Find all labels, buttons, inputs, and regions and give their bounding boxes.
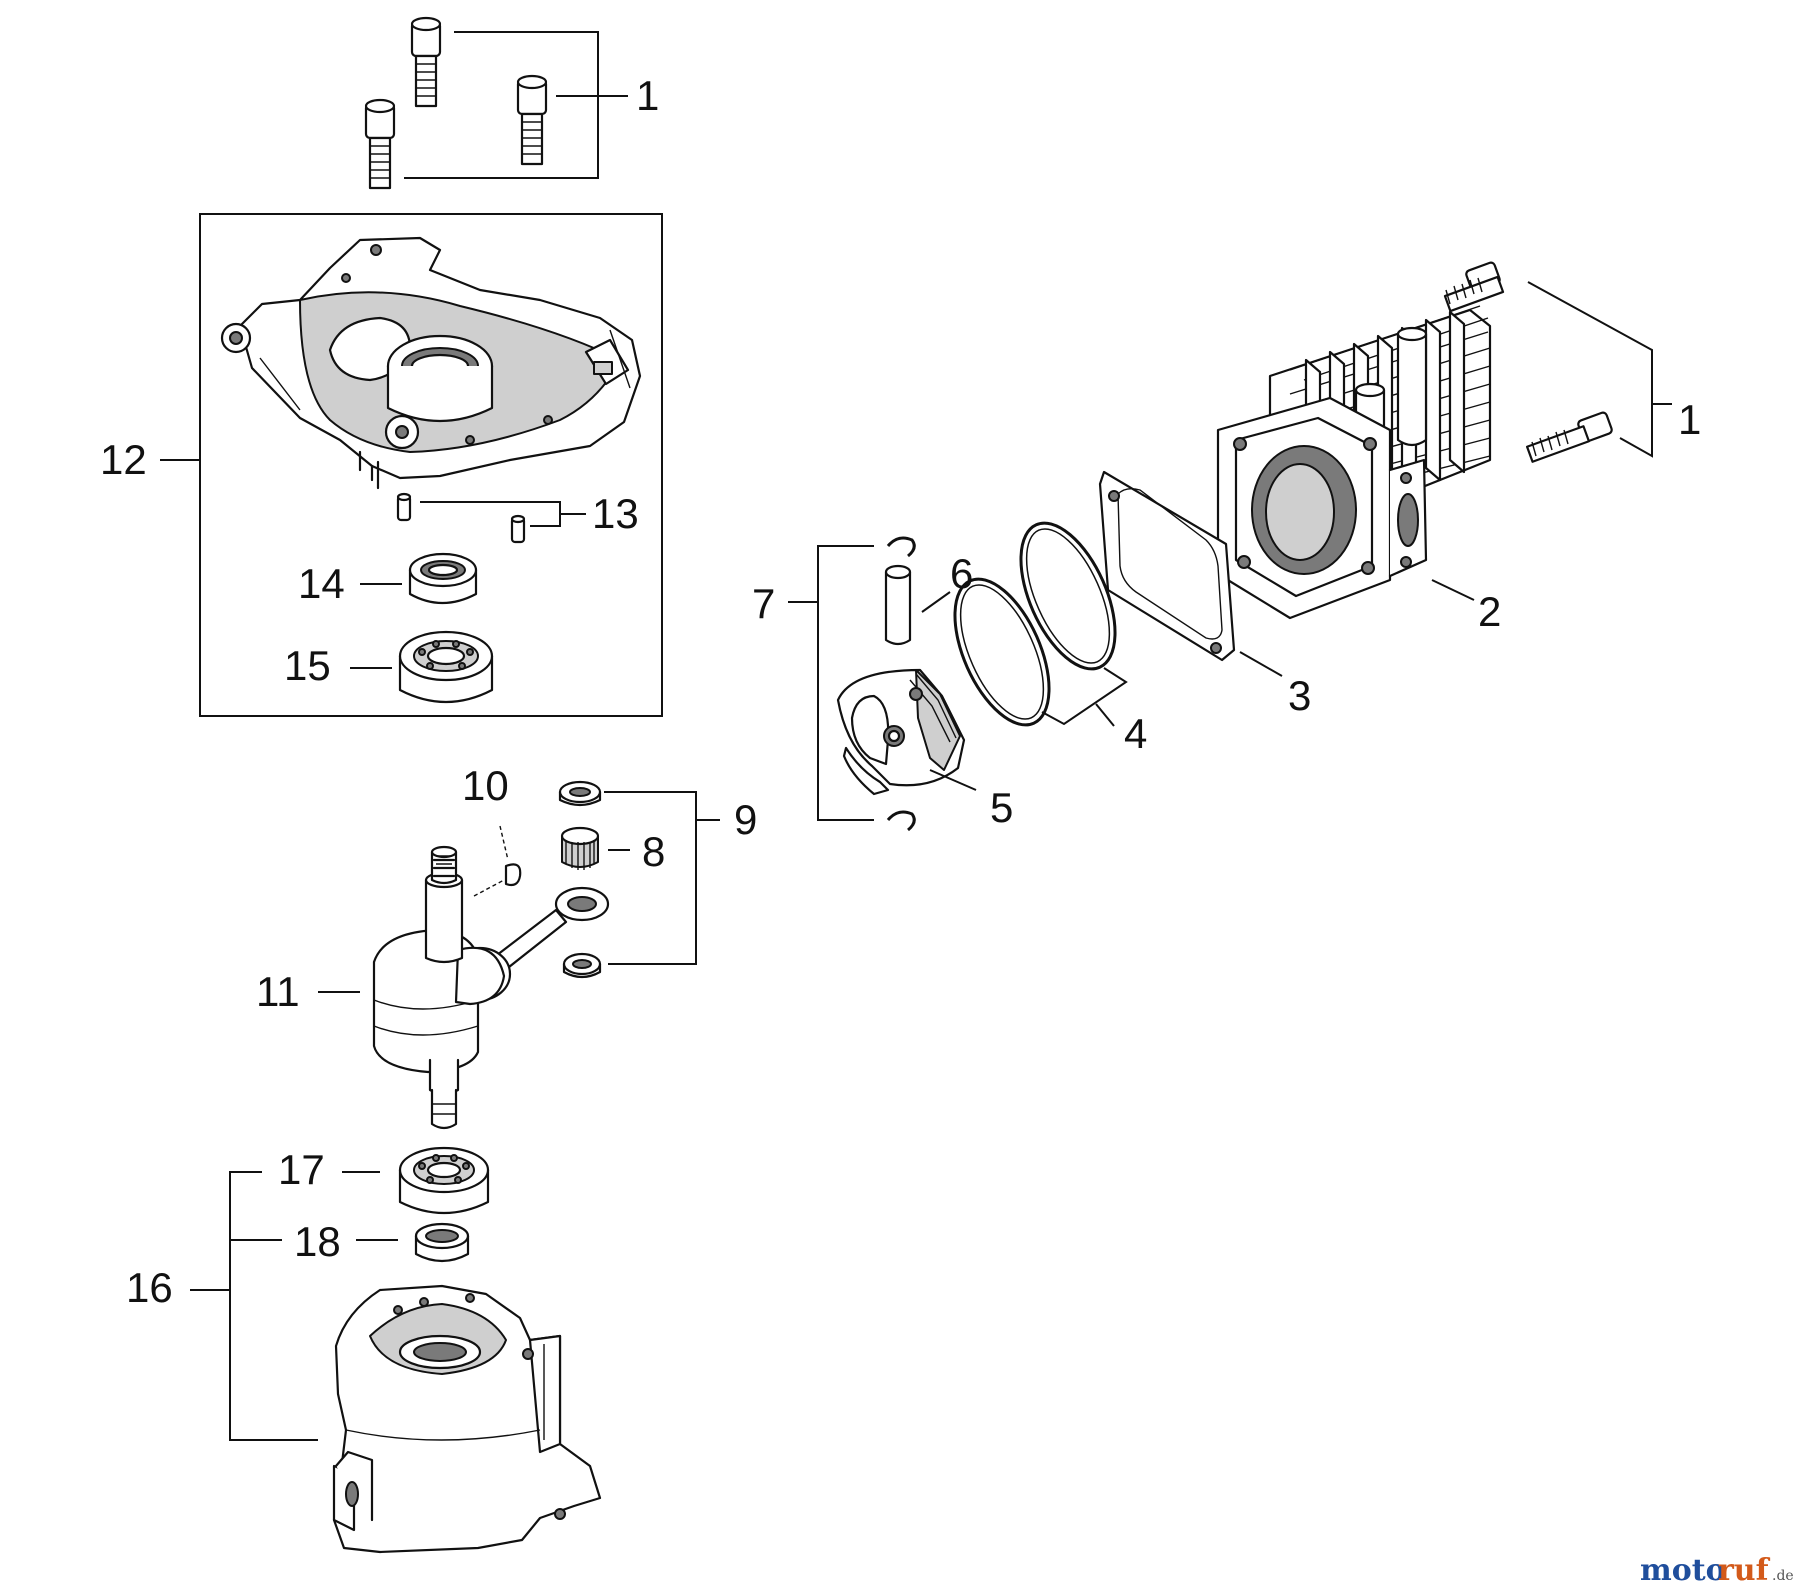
cylinder-group: 1 2 bbox=[1216, 261, 1701, 635]
label-15: 15 bbox=[284, 642, 331, 689]
dowel-icon bbox=[510, 514, 526, 544]
label-7: 7 bbox=[752, 580, 775, 627]
crankcase-lower-icon bbox=[332, 1284, 602, 1554]
lower-crankcase-group: 17 18 16 bbox=[126, 1146, 602, 1554]
bearing-icon bbox=[398, 1146, 490, 1215]
piston-icon bbox=[836, 668, 966, 796]
seal-icon bbox=[414, 1222, 470, 1263]
rod-kit-group: 8 9 10 bbox=[462, 762, 757, 979]
clip-icon bbox=[886, 810, 916, 832]
label-3: 3 bbox=[1288, 672, 1311, 719]
crankcase-half-group: 13 14 15 12 bbox=[100, 213, 663, 717]
label-14: 14 bbox=[298, 560, 345, 607]
dowel-icon bbox=[396, 492, 412, 522]
bolt-icon bbox=[516, 74, 548, 166]
bolt-icon bbox=[1525, 411, 1613, 463]
cylinder-icon bbox=[1216, 305, 1492, 620]
ring-icon bbox=[953, 577, 1051, 727]
label-16: 16 bbox=[126, 1264, 173, 1311]
label-8: 8 bbox=[642, 828, 665, 875]
bolt-icon bbox=[410, 16, 442, 108]
washer-icon bbox=[562, 952, 602, 979]
rings-group: 4 bbox=[953, 521, 1147, 757]
needle-bearing-icon bbox=[560, 826, 600, 870]
piston-kit-group: 6 5 7 bbox=[752, 536, 1013, 832]
label-4: 4 bbox=[1124, 710, 1147, 757]
watermark-logo: moto ruf .de bbox=[1640, 1553, 1794, 1588]
gasket-group: 3 bbox=[1098, 470, 1311, 719]
label-18: 18 bbox=[294, 1218, 341, 1265]
ring-icon bbox=[1019, 521, 1117, 671]
clip-icon bbox=[886, 536, 916, 558]
watermark-suffix: .de bbox=[1772, 1568, 1794, 1584]
label-2: 2 bbox=[1478, 588, 1501, 635]
seal-icon bbox=[408, 552, 478, 604]
label-5: 5 bbox=[990, 784, 1013, 831]
label-11: 11 bbox=[256, 968, 300, 1015]
label-17: 17 bbox=[278, 1146, 325, 1193]
label-1-cylinder: 1 bbox=[1678, 396, 1701, 443]
bolt-icon bbox=[364, 98, 396, 190]
gasket-icon bbox=[1098, 470, 1236, 662]
watermark-part-b: ruf bbox=[1718, 1553, 1771, 1588]
woodruff-key-icon bbox=[504, 863, 522, 887]
label-9: 9 bbox=[734, 796, 757, 843]
crankshaft-icon bbox=[372, 845, 610, 1130]
watermark-part-a: moto bbox=[1640, 1553, 1726, 1588]
crankshaft-group: 11 bbox=[256, 845, 610, 1130]
piston-pin-icon bbox=[884, 564, 912, 646]
bolt-icon bbox=[1443, 261, 1505, 313]
label-13: 13 bbox=[592, 490, 639, 537]
label-12: 12 bbox=[100, 436, 147, 483]
label-1-top: 1 bbox=[636, 72, 659, 119]
top-bolts: 1 bbox=[364, 16, 659, 190]
bearing-icon bbox=[398, 630, 494, 704]
label-10: 10 bbox=[462, 762, 509, 809]
washer-icon bbox=[558, 780, 602, 807]
crankcase-half-icon bbox=[220, 236, 642, 490]
label-6: 6 bbox=[950, 550, 973, 597]
